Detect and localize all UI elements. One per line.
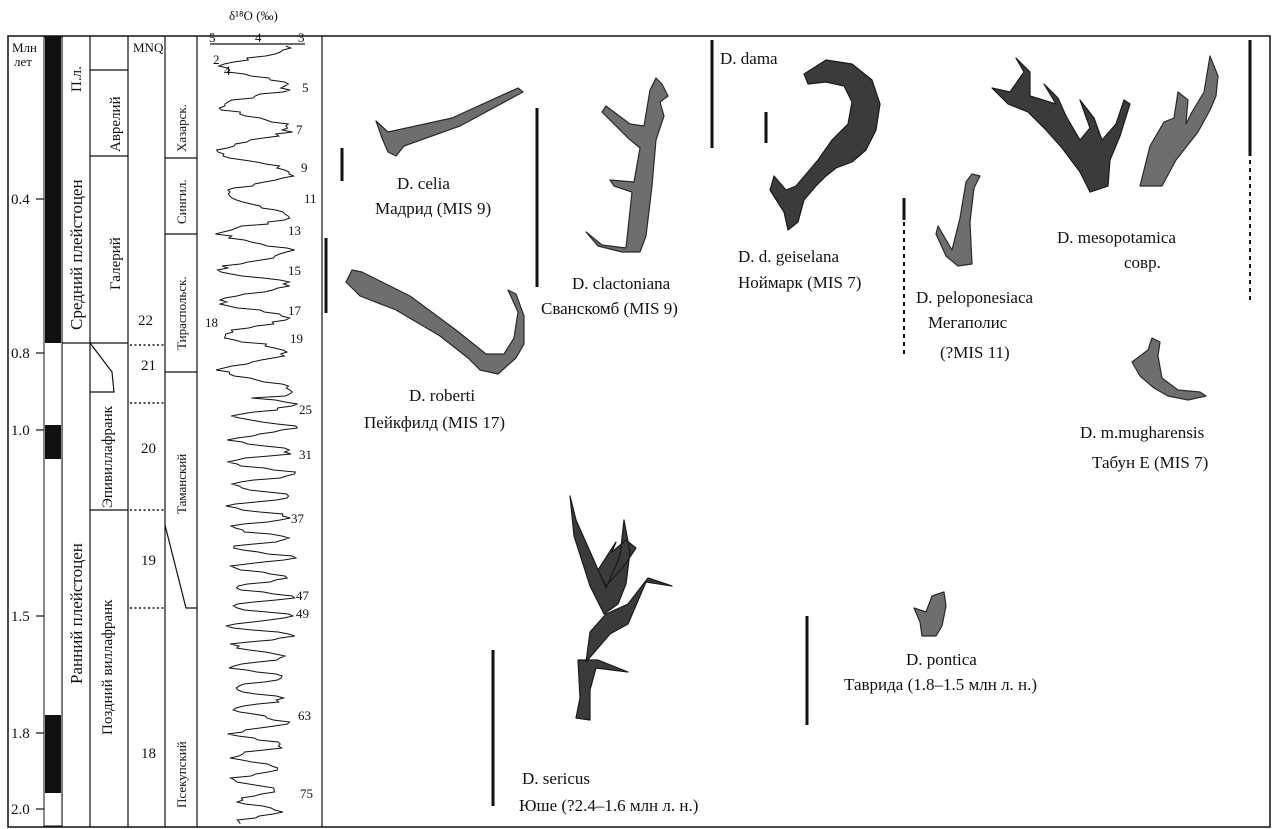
species-name: D. m.mugharensis <box>1080 423 1204 442</box>
antler-image-2 <box>1140 56 1218 186</box>
isotope-scale-tick: 4 <box>255 30 262 45</box>
specimen-d-celia: D. celia Мадрид (MIS 9) <box>342 88 523 218</box>
locality-label: Сванскомб (MIS 9) <box>541 299 678 318</box>
mis-label: 18 <box>205 315 218 330</box>
antler-image <box>376 88 523 156</box>
mnq-zone-20: 20 <box>141 441 156 457</box>
polarity-normal-jaramillo <box>45 425 61 459</box>
locality-label: Ноймарк (MIS 7) <box>738 273 861 292</box>
mis-label: 31 <box>299 447 312 462</box>
mis-label: 75 <box>300 786 313 801</box>
antler-image <box>936 174 980 266</box>
antler-image <box>570 496 672 720</box>
stage-label-aurelian: Аврелий <box>108 96 124 152</box>
mis-label: 9 <box>301 160 308 175</box>
mis-label: 17 <box>288 303 302 318</box>
locality-label: Табун Е (MIS 7) <box>1092 453 1208 472</box>
species-name: D. roberti <box>409 386 475 405</box>
isotope-scale-tick: 5 <box>209 30 216 45</box>
locality-label: Мадрид (MIS 9) <box>375 199 491 218</box>
antler-image <box>992 58 1130 192</box>
age-tick-label: 1.8 <box>11 726 30 742</box>
species-name: D. mesopotamica <box>1057 228 1176 247</box>
mis-label: 49 <box>296 606 309 621</box>
antler-image <box>586 78 668 252</box>
specimen-d-peloponesiaca: D. peloponesiaca Мегаполис (?MIS 11) <box>904 174 1034 362</box>
specimen-d-roberti: D. roberti Пейкфилд (MIS 17) <box>326 238 524 432</box>
polarity-normal-brunhes <box>45 37 61 343</box>
age-tick-label: 1.5 <box>11 609 30 625</box>
mnq-zone-22: 22 <box>138 313 153 329</box>
polarity-normal-olduvai <box>45 715 61 793</box>
mis-label: 4 <box>224 63 231 78</box>
stage-label-epivillafranchian: Эпивиллафранк <box>100 405 116 508</box>
complex-label-taman: Таманский <box>174 454 189 514</box>
mis-label: 7 <box>296 122 303 137</box>
stage-label-galerian: Галерий <box>108 237 124 290</box>
mnq-zone-19: 19 <box>141 553 156 569</box>
mis-label: 63 <box>298 708 311 723</box>
mnq-zone-18: 18 <box>141 746 156 762</box>
stage-label-late-villafranchian: Поздний виллафранк <box>100 599 116 735</box>
mis-label: 11 <box>304 191 317 206</box>
epoch-label-late: П.л. <box>69 66 85 92</box>
complex-label-khazar: Хазарск. <box>174 104 189 152</box>
complex-label-psekups: Псекупский <box>174 741 189 808</box>
specimen-d-pontica: D. pontica Таврида (1.8–1.5 млн л. н.) <box>807 592 1037 725</box>
antler-image <box>770 60 880 230</box>
complex-label-tiraspol: Тираспольск. <box>174 276 189 350</box>
species-name: D. pontica <box>906 650 977 669</box>
isotope-curve <box>215 46 297 824</box>
complex-label-singil: Сингил. <box>174 179 189 224</box>
locality-label: Пейкфилд (MIS 17) <box>364 413 505 432</box>
isotope-title: δ¹⁸O (‰) <box>229 8 278 23</box>
mis-label: 25 <box>299 402 312 417</box>
species-name: D. sericus <box>522 769 590 788</box>
species-name: D. d. geiselana <box>738 247 839 266</box>
age-header-line2: лет <box>14 54 32 69</box>
mis-label: 15 <box>288 263 301 278</box>
mnq-header: MNQ <box>133 40 164 55</box>
specimen-d-clactoniana: D. clactoniana Сванскомб (MIS 9) <box>537 78 678 318</box>
species-name: D. celia <box>397 174 450 193</box>
mis-label: 5 <box>302 80 309 95</box>
specimen-d-mesopotamica: D. mesopotamica совр. <box>992 40 1250 300</box>
age-tick-label: 0.8 <box>11 346 30 362</box>
locality-label: Мегаполис <box>928 313 1008 332</box>
species-name: D. peloponesiaca <box>916 288 1034 307</box>
locality-label: совр. <box>1124 253 1161 272</box>
specimen-d-sericus: D. sericus Юше (?2.4–1.6 млн л. н.) <box>493 496 698 815</box>
species-name: D. dama <box>720 49 778 68</box>
mis-label: 47 <box>296 588 310 603</box>
species-name: D. clactoniana <box>572 274 671 293</box>
epoch-label-early: Ранний плейстоцен <box>67 543 86 684</box>
epoch-label-middle: Средний плейстоцен <box>67 179 86 330</box>
mis-label: 37 <box>291 511 305 526</box>
age-tick-label: 2.0 <box>11 802 30 818</box>
stage-boundary-bracket <box>90 343 114 392</box>
specimen-area: D. celia Мадрид (MIS 9) D. clactoniana С… <box>326 40 1250 815</box>
mis-label: 13 <box>288 223 301 238</box>
antler-image <box>1132 338 1206 400</box>
mnq-zone-21: 21 <box>141 358 156 374</box>
age-tick-label: 1.0 <box>11 423 30 439</box>
locality-label: Таврида (1.8–1.5 млн л. н.) <box>844 675 1037 694</box>
age-header-line1: Млн <box>12 40 37 55</box>
mis-labels: 2 4 5 7 9 11 13 15 17 18 19 25 31 37 47 … <box>205 52 317 801</box>
mis-label: 19 <box>290 331 303 346</box>
complex-boundary <box>165 525 197 608</box>
mis-label: 2 <box>213 52 220 67</box>
age-ticks: 0.4 0.8 1.0 1.5 1.8 2.0 <box>11 192 44 818</box>
isotope-scale-tick: 3 <box>298 30 305 45</box>
locality-label: Юше (?2.4–1.6 млн л. н.) <box>519 796 698 815</box>
antler-image <box>346 270 524 374</box>
specimen-d-m-mugharensis: D. m.mugharensis Табун Е (MIS 7) <box>1080 338 1208 472</box>
locality-label-2: (?MIS 11) <box>940 343 1010 362</box>
specimen-d-geiselana: D. d. geiselana Ноймарк (MIS 7) <box>738 60 880 292</box>
age-tick-label: 0.4 <box>11 192 30 208</box>
antler-image <box>914 592 946 636</box>
